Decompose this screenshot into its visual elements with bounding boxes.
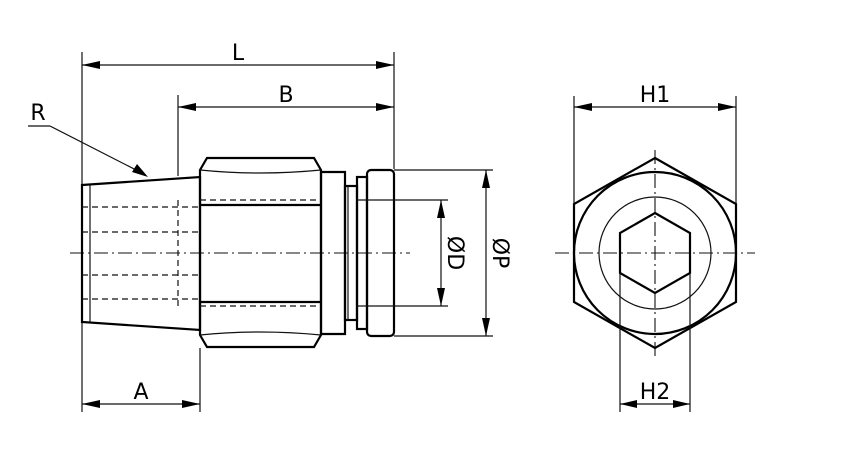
inner-hexagon	[618, 211, 692, 295]
outer-circle	[572, 170, 738, 336]
label-L: L	[232, 41, 245, 66]
dimension-H2: H2	[619, 273, 691, 412]
label-A: A	[133, 380, 148, 405]
label-D: ØD	[442, 236, 467, 270]
label-P: ØP	[487, 238, 512, 269]
side-view: L B A R	[28, 41, 512, 412]
label-H1: H1	[640, 83, 671, 108]
dimension-P: ØP	[394, 169, 512, 337]
dimension-H1: H1	[573, 83, 737, 203]
label-R: R	[30, 101, 45, 126]
inner-circle	[598, 196, 712, 310]
dimension-B: B	[177, 83, 394, 176]
leader-R: R	[28, 101, 148, 177]
dimension-L: L	[81, 41, 395, 184]
label-B: B	[278, 83, 293, 108]
dimension-D: ØD	[357, 199, 467, 307]
end-view: H1 H2	[555, 83, 755, 412]
outer-hexagon	[572, 156, 738, 350]
dimension-A: A	[81, 323, 201, 412]
label-H2: H2	[640, 380, 671, 405]
collet-section	[319, 168, 396, 338]
